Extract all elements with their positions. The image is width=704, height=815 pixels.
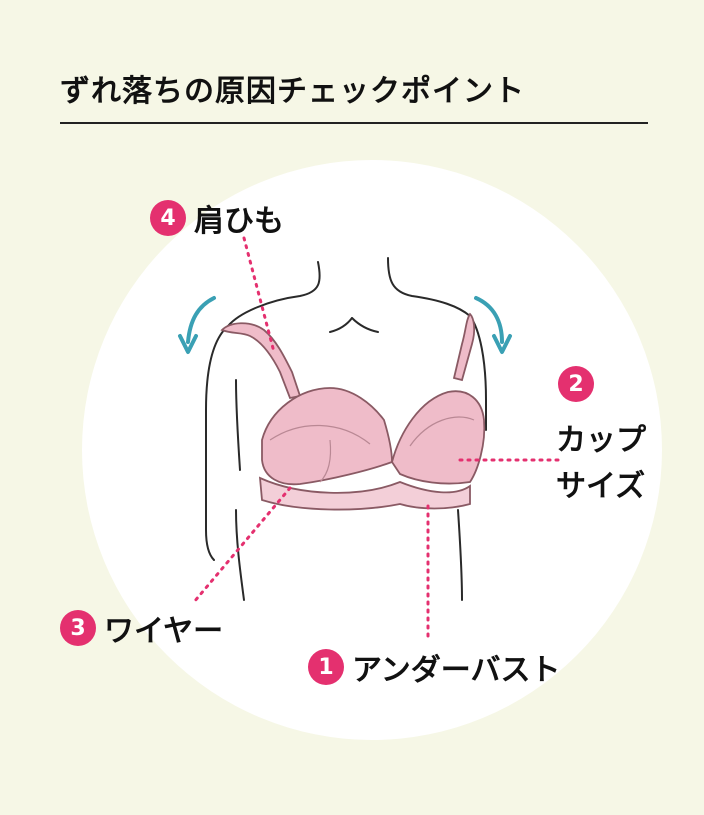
number-badge: 1: [308, 649, 344, 685]
rotate-arrow-left-icon: [178, 296, 216, 354]
leader-lines: [192, 236, 562, 642]
callout-label-line1: カップ: [556, 423, 646, 458]
callout-strap: 4 肩ひも: [150, 196, 284, 240]
left-cup: [261, 387, 393, 486]
number-badge: 2: [558, 366, 594, 402]
bra: [258, 387, 486, 511]
callout-label: ワイヤー: [104, 614, 224, 649]
leader-wire: [192, 486, 292, 604]
title-divider: [60, 122, 648, 124]
callout-label-line2: サイズ: [556, 469, 646, 504]
callout-cup: 2 カップ サイズ: [556, 366, 646, 510]
callout-wire: 3 ワイヤー: [60, 606, 223, 650]
callout-underbust: 1 アンダーバスト: [308, 645, 561, 689]
page-title: ずれ落ちの原因チェックポイント: [60, 74, 525, 109]
leader-strap: [242, 236, 276, 354]
number-badge: 4: [150, 200, 186, 236]
underbust-band: [258, 476, 471, 511]
number-badge: 3: [60, 610, 96, 646]
callout-label: カップ サイズ: [556, 418, 646, 510]
shoulder-straps: [220, 312, 476, 400]
callout-label: 肩ひも: [194, 204, 284, 239]
rotate-arrow-right-icon: [474, 296, 512, 354]
callout-label: アンダーバスト: [352, 653, 561, 688]
